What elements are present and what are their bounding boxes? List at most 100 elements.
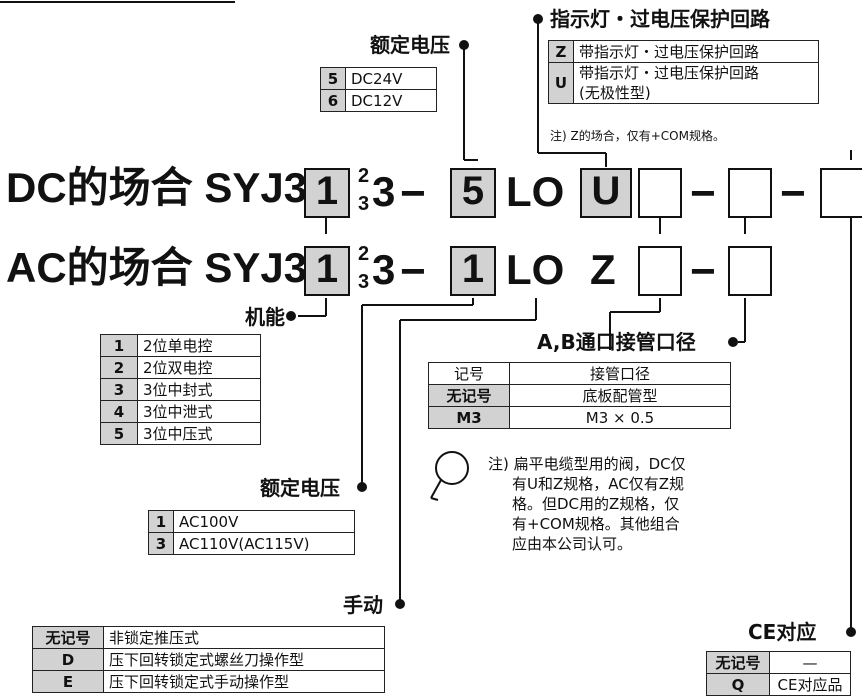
dc-dash-1: −	[400, 169, 426, 218]
table-row: 无记号底板配管型	[428, 384, 731, 407]
table-code-cell: 3	[148, 532, 174, 555]
table-row: 记号接管口径	[428, 362, 731, 385]
dc-voltage-dot	[459, 40, 469, 50]
table-row: 无记号非锁定推压式	[32, 626, 385, 649]
magnifier-icon	[430, 451, 469, 501]
table-value-cell: AC100V	[173, 510, 355, 533]
ac-sup: 2	[358, 243, 370, 265]
table-code-cell: Z	[548, 40, 574, 63]
dc-indicator-box: U	[580, 168, 632, 218]
table-value-cell: DC24V	[345, 67, 437, 90]
indicator-note: 注) Z的场合，仅有+COM规格。	[550, 129, 725, 143]
table-value-cell: CE对应品	[769, 673, 851, 696]
indicator-title: 指示灯・过电压保护回路	[550, 7, 770, 31]
table-code-cell: M3	[428, 406, 510, 429]
table-code-cell: U	[548, 62, 574, 104]
table-value-cell: 记号	[428, 362, 510, 385]
table-row: U 带指示灯・过电压保护回路(无极性型)	[548, 62, 819, 104]
table-row: 无记号—	[706, 651, 851, 674]
table-value-cell: 3位中压式	[137, 422, 261, 445]
ac-lo: LO	[506, 246, 565, 293]
table-value-cell: 3位中封式	[137, 378, 261, 401]
ce-title: CE对应	[748, 620, 817, 644]
ac-manual-box	[728, 246, 772, 296]
ac-dash-1: −	[400, 247, 426, 296]
table-value-cell: 底板配管型	[509, 384, 731, 407]
ce-dot	[846, 627, 856, 637]
table-code-cell: Q	[706, 673, 770, 696]
table-code-cell: 6	[320, 89, 346, 112]
ac-voltage-title: 额定电压	[260, 476, 340, 500]
dc-port-box	[638, 168, 682, 218]
dc-dash-2: −	[690, 169, 716, 218]
table-code-cell: 3	[100, 378, 138, 401]
ac-dash-2: −	[690, 247, 716, 296]
ac-voltage-dot	[357, 482, 367, 492]
table-value-cell: 压下回转锁定式手动操作型	[103, 670, 385, 693]
table-value-cell: 2位单电控	[137, 334, 261, 357]
ac-function-box: 1	[304, 246, 350, 296]
dc-lo: LO	[506, 168, 565, 215]
table-code-cell: E	[32, 670, 104, 693]
table-code-cell: 无记号	[428, 384, 510, 407]
dc-manual-box	[728, 168, 772, 218]
function-dot	[286, 311, 296, 321]
function-title: 机能	[245, 305, 285, 329]
ac-voltage-box: 1	[450, 246, 496, 296]
table-code-cell: 5	[100, 422, 138, 445]
table-value-cell: 带指示灯・过电压保护回路(无极性型)	[573, 62, 819, 104]
table-value-cell: 2位双电控	[137, 356, 261, 379]
table-value-cell: 非锁定推压式	[103, 626, 385, 649]
table-code-cell: 2	[100, 356, 138, 379]
dc-sub: 3	[358, 193, 370, 215]
ac-indicator: Z	[590, 246, 616, 293]
table-code-cell: 无记号	[32, 626, 104, 649]
table-code-cell: 5	[320, 67, 346, 90]
table-code-cell: 4	[100, 400, 138, 423]
table-code-cell: 1	[100, 334, 138, 357]
ac-port-box	[638, 246, 682, 296]
ac-sub: 3	[358, 271, 370, 293]
table-value-cell: 压下回转锁定式螺丝刀操作型	[103, 648, 385, 671]
table-value-cell: AC110V(AC115V)	[173, 532, 355, 555]
flat-cable-note: 注) 扁平电缆型用的阀，DC仅 有U和Z规格，AC仅有Z规 格。但DC用的Z规格…	[488, 455, 686, 553]
manual-dot	[395, 599, 405, 609]
table-value-cell: M3 × 0.5	[509, 406, 731, 429]
dc-voltage-box: 5	[450, 168, 496, 218]
indicator-dot	[533, 14, 543, 24]
dc-after-sup: 3	[372, 168, 396, 215]
port-size-dot	[728, 337, 738, 347]
table-code-cell: D	[32, 648, 104, 671]
table-value-cell: 3位中泄式	[137, 400, 261, 423]
table-value-cell: DC12V	[345, 89, 437, 112]
table-code-cell: 1	[148, 510, 174, 533]
table-code-cell: 无记号	[706, 651, 770, 674]
dc-dash-3: −	[780, 169, 806, 218]
dc-ce-box	[820, 168, 862, 218]
ac-after-sup: 3	[372, 246, 396, 293]
dc-function-box: 1	[304, 168, 350, 218]
table-value-cell: 带指示灯・过电压保护回路	[573, 40, 819, 63]
table-value-cell: 接管口径	[509, 362, 731, 385]
